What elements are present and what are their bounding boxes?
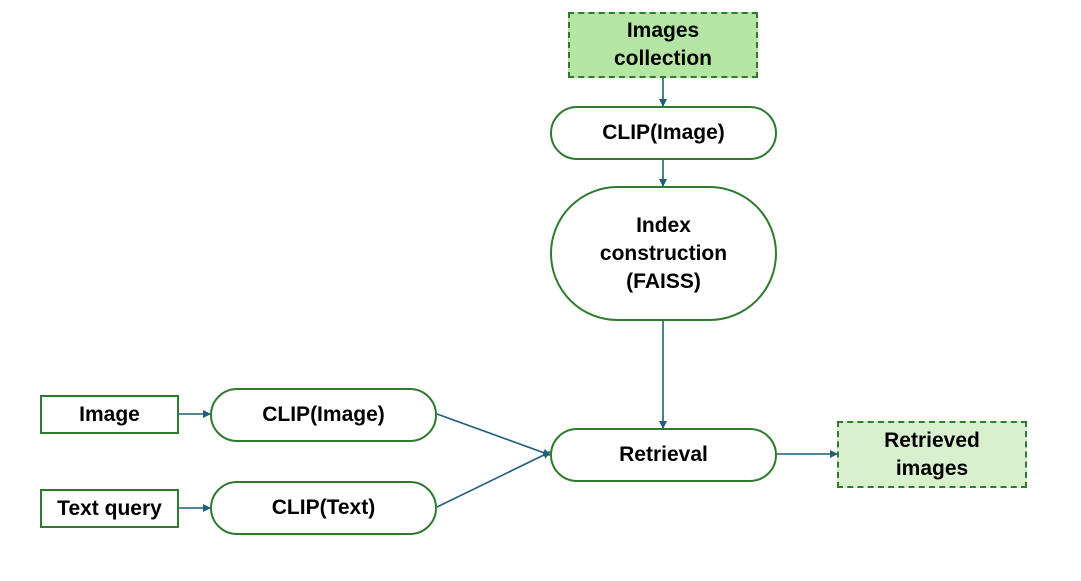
image-input-label: Image bbox=[79, 402, 140, 426]
edge-clip-text-query-to-retrieval bbox=[436, 451, 551, 508]
clip-text-query-label: CLIP(Text) bbox=[271, 496, 376, 519]
images-collection-node: Images collection bbox=[568, 12, 758, 78]
retrieved-images-node: Retrieved images bbox=[837, 421, 1027, 488]
retrieval-label: Retrieval bbox=[619, 443, 708, 466]
index-construction-node: Index construction (FAISS) bbox=[550, 186, 777, 321]
clip-image-index-label: CLIP(Image) bbox=[602, 121, 725, 144]
text-query-input-label: Text query bbox=[57, 496, 162, 520]
image-input-node: Image bbox=[40, 395, 179, 434]
retrieval-node: Retrieval bbox=[550, 428, 777, 482]
index-construction-label: Index construction (FAISS) bbox=[599, 213, 728, 293]
text-query-input-node: Text query bbox=[40, 489, 179, 528]
retrieved-images-label: Retrieved images bbox=[884, 428, 980, 480]
clip-image-query-node: CLIP(Image) bbox=[210, 388, 437, 442]
clip-image-query-label: CLIP(Image) bbox=[262, 403, 385, 426]
images-collection-label: Images collection bbox=[613, 19, 713, 70]
edge-clip-image-query-to-retrieval bbox=[436, 413, 551, 457]
clip-image-index-node: CLIP(Image) bbox=[550, 106, 777, 160]
clip-text-query-node: CLIP(Text) bbox=[210, 481, 437, 535]
